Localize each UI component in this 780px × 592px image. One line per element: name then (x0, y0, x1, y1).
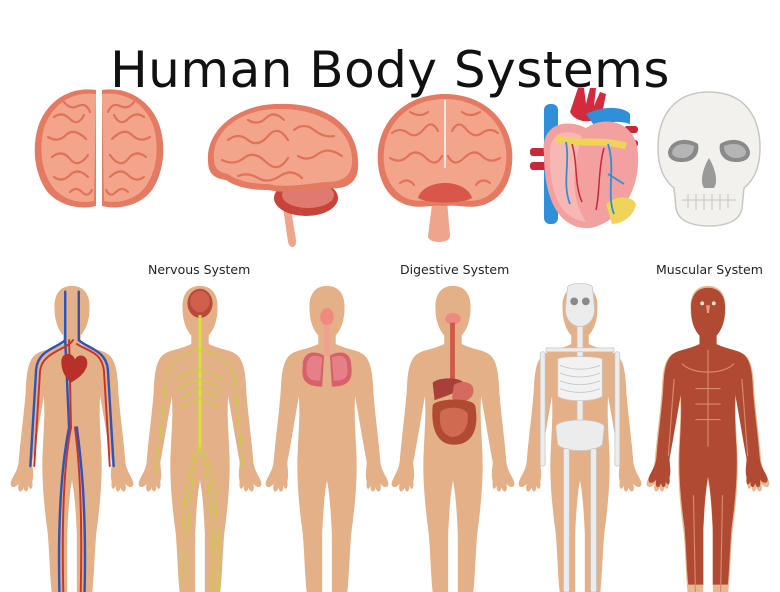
muscular-system-figure (643, 282, 773, 592)
skull (654, 88, 764, 228)
label-digestive-system: Digestive System (400, 262, 510, 277)
page-title: Human Body Systems (110, 40, 670, 99)
heart (526, 84, 651, 234)
label-muscular-system: Muscular System (656, 262, 763, 277)
digestive-system-figure (388, 282, 518, 592)
circulatory-system-figure (7, 282, 137, 592)
respiratory-system-figure (262, 282, 392, 592)
label-nervous-system: Nervous System (148, 262, 251, 277)
brain-bottom-view (370, 88, 520, 248)
skeletal-system-figure (515, 282, 645, 592)
brain-side-view (198, 90, 363, 255)
brain-top-view (24, 82, 174, 212)
nervous-system-figure (135, 282, 265, 592)
